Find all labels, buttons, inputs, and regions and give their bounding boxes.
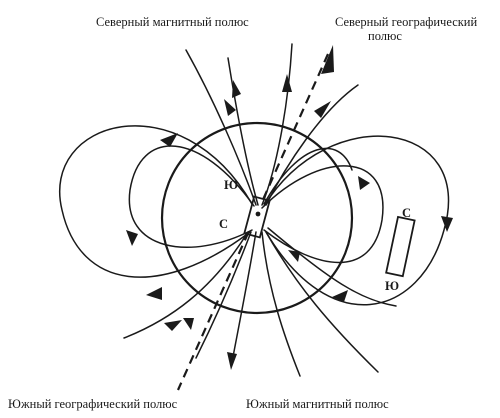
field-arrow: [441, 216, 453, 232]
south-geographic-pole-caption: Южный географический полюс: [8, 397, 178, 411]
north-magnetic-pole-caption: Северный магнитный полюс: [96, 15, 249, 29]
field-arrow: [126, 230, 138, 246]
field-loop-right-inner: [261, 165, 384, 264]
field-line-bottom-right-outer: [265, 231, 379, 373]
field-arrow: [164, 320, 182, 331]
field-line-top-left-outer: [185, 49, 257, 206]
field-arrow: [314, 101, 331, 118]
south-magnetic-pole-caption: Южный магнитный полюс: [246, 397, 389, 411]
north-geographic-pole-caption: Северный географический: [335, 15, 477, 29]
north-geographic-pole-caption-line2: полюс: [368, 29, 402, 43]
field-line-right-upper: [263, 147, 353, 205]
field-loop-left-outer: [59, 125, 253, 278]
field-arrow: [224, 99, 236, 116]
field-arrow: [146, 287, 162, 300]
field-line-bottom-center: [231, 231, 257, 363]
field-line-bottom-right: [261, 231, 301, 377]
field-line-top-left-inner: [227, 57, 259, 206]
field-arrow: [288, 250, 300, 262]
earth-circle: [160, 121, 354, 315]
compass-top-label: С: [402, 206, 411, 220]
earth-center-dot: [255, 211, 261, 217]
field-loop-left-inner: [128, 145, 255, 248]
field-line-bottom-left: [195, 231, 252, 359]
field-arrow: [160, 133, 178, 147]
field-line-right-lower: [267, 227, 397, 307]
compass-bottom-label: Ю: [385, 279, 399, 293]
field-line-bottom-left-outer: [123, 231, 249, 339]
field-arrow: [227, 352, 237, 370]
north-axis-arrowhead: [321, 45, 334, 74]
field-line-top-right: [265, 84, 359, 206]
compass-needle: [385, 215, 416, 278]
earth-magnet-left-label: С: [219, 217, 228, 231]
field-arrow: [332, 290, 348, 302]
field-arrow: [232, 80, 241, 98]
field-loop-right-outer: [263, 135, 450, 306]
field-line-top-center: [261, 43, 293, 206]
field-arrow: [358, 176, 370, 190]
field-arrow: [183, 318, 194, 330]
field-arrow: [282, 74, 292, 92]
